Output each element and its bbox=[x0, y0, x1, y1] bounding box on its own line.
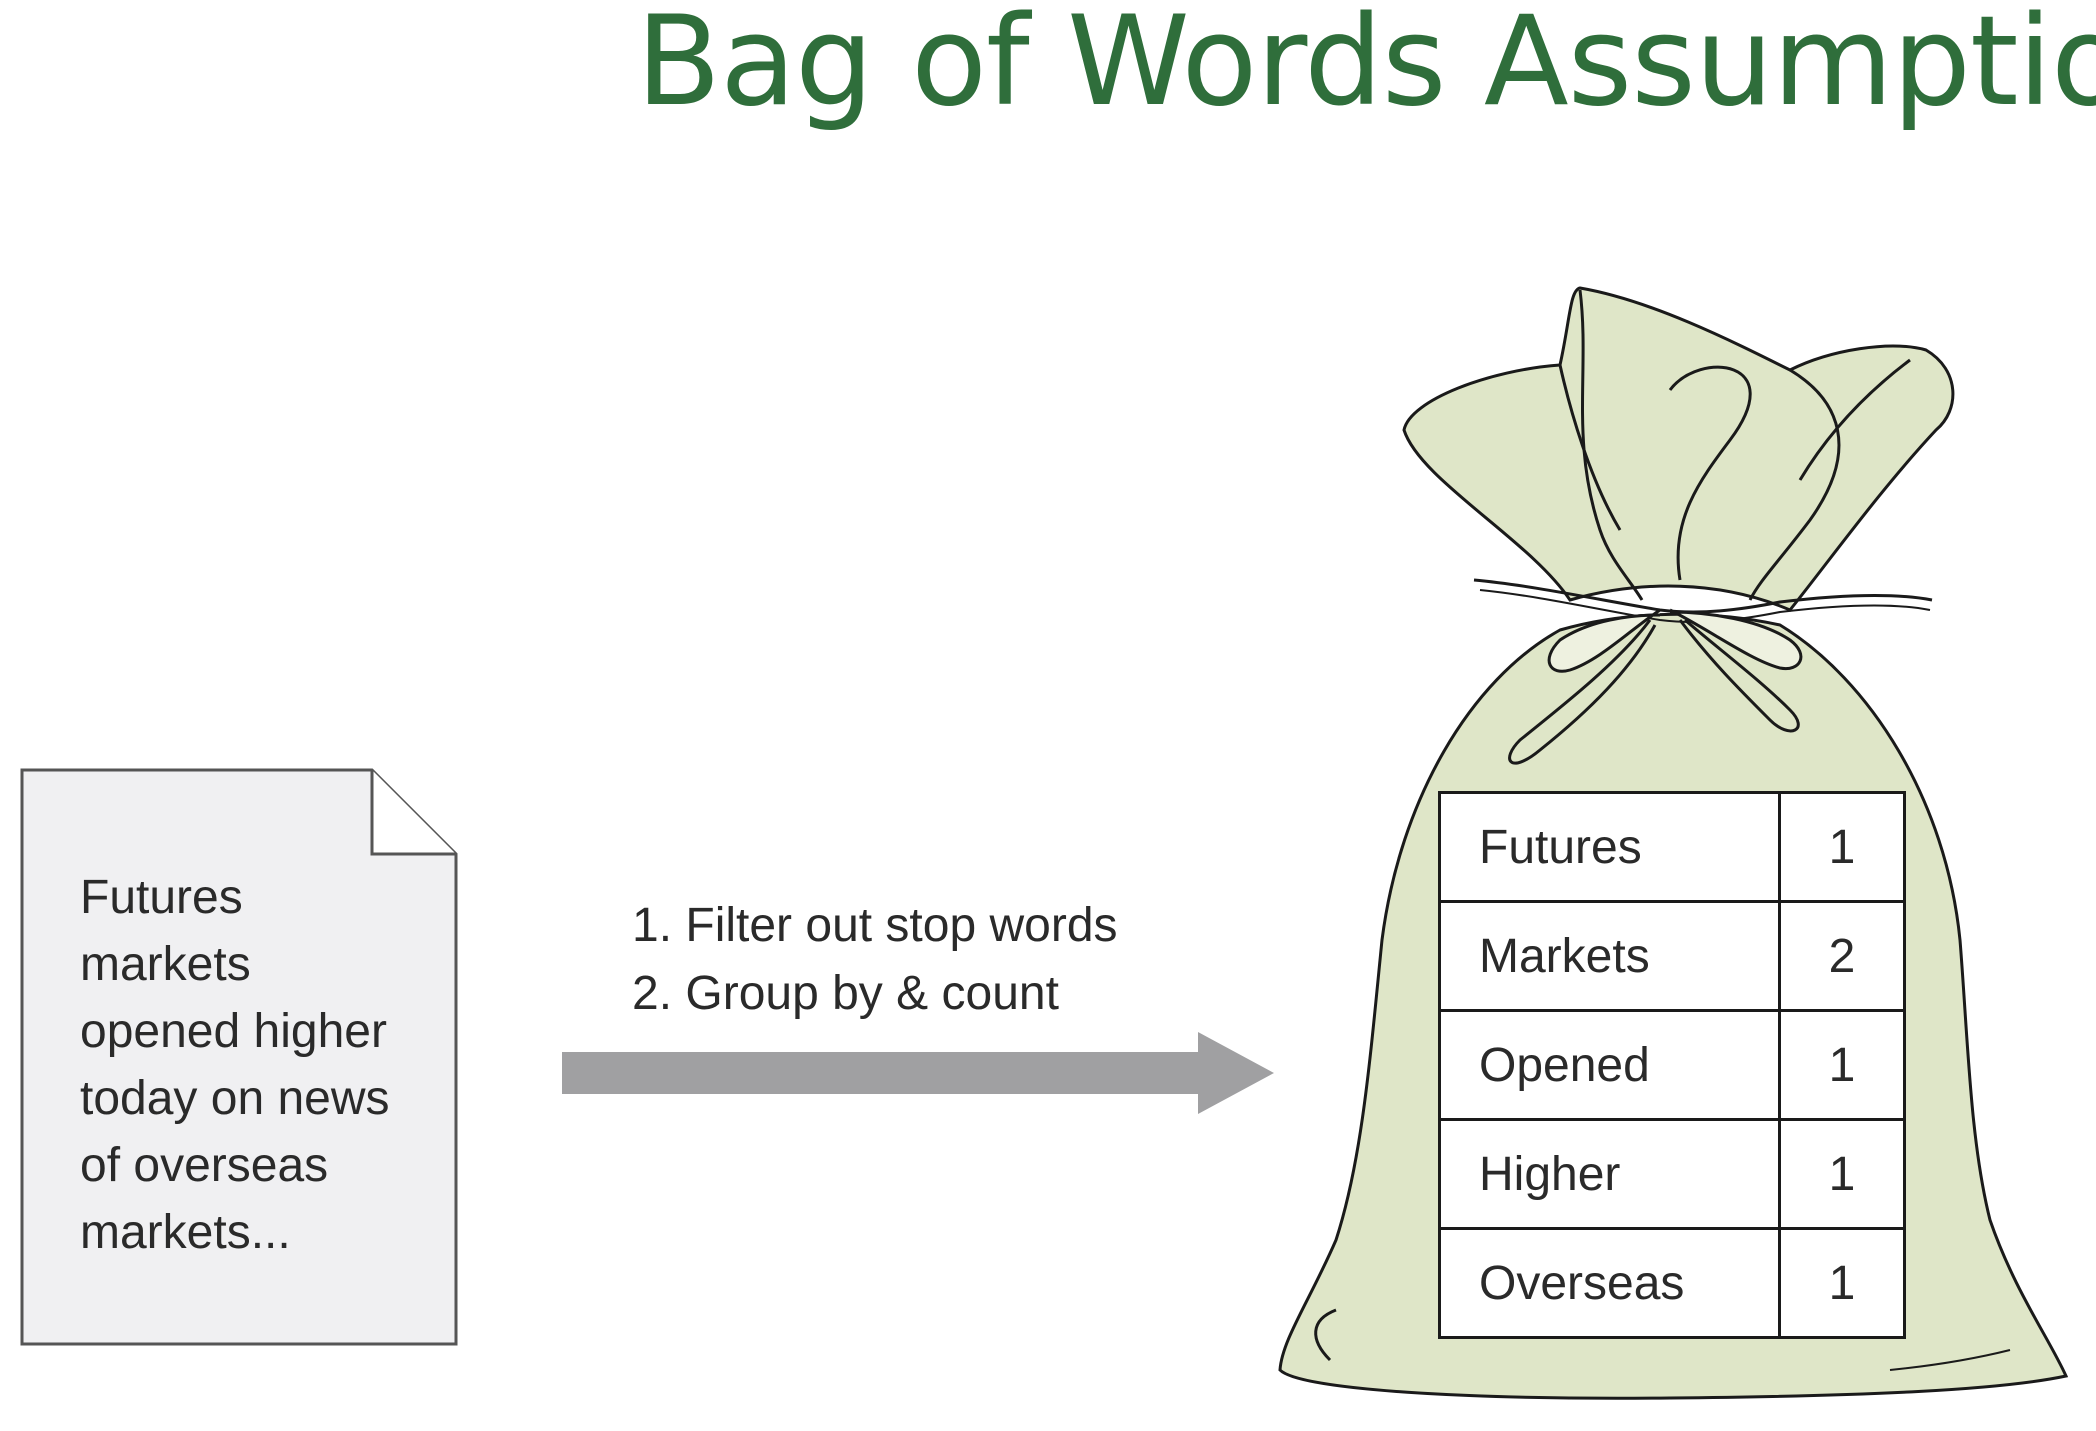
count-cell: 1 bbox=[1778, 1009, 1906, 1121]
word-cell: Higher bbox=[1438, 1118, 1781, 1230]
count-cell: 1 bbox=[1778, 1118, 1906, 1230]
step-group-and-count: 2. Group by & count bbox=[632, 967, 1059, 1020]
word-cell: Futures bbox=[1438, 791, 1781, 903]
word-cell: Overseas bbox=[1438, 1227, 1781, 1339]
count-cell: 2 bbox=[1778, 900, 1906, 1012]
document-page-shape bbox=[20, 768, 458, 1346]
word-cell: Markets bbox=[1438, 900, 1781, 1012]
table-row: Futures 1 bbox=[1438, 791, 1906, 903]
slide-title: Bag of Words Assumption bbox=[636, 0, 2096, 134]
processing-steps: 1. Filter out stop words 2. Group by & c… bbox=[632, 892, 1118, 1028]
step-filter-stop-words: 1. Filter out stop words bbox=[632, 899, 1118, 952]
word-cell: Opened bbox=[1438, 1009, 1781, 1121]
table-row: Markets 2 bbox=[1438, 900, 1906, 1012]
word-count-table: Futures 1 Markets 2 Opened 1 Higher 1 Ov… bbox=[1438, 791, 1906, 1339]
table-row: Higher 1 bbox=[1438, 1118, 1906, 1230]
count-cell: 1 bbox=[1778, 791, 1906, 903]
count-cell: 1 bbox=[1778, 1227, 1906, 1339]
table-row: Overseas 1 bbox=[1438, 1227, 1906, 1339]
right-arrow-icon bbox=[560, 1028, 1280, 1123]
table-row: Opened 1 bbox=[1438, 1009, 1906, 1121]
document-text: Futures markets opened higher today on n… bbox=[80, 871, 390, 1259]
document-icon: Futures markets opened higher today on n… bbox=[20, 768, 460, 1346]
